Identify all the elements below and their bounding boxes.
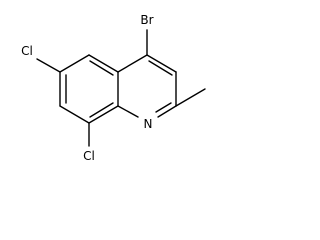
benzene-ring-bonds (36, 54, 119, 147)
bond-c2-n1 (157, 105, 177, 118)
bond-c2-n1-inner (155, 102, 172, 113)
bond-c4a-c5 (88, 54, 119, 73)
chlorine-6-atom-label: Cl (21, 44, 33, 58)
bond-c4-c3-inner (148, 60, 173, 76)
nitrogen-atom-label: N (144, 117, 153, 131)
bond-c8-c8a-inner (89, 102, 114, 118)
bond-c7-c8 (59, 105, 90, 124)
bond-c4-c3 (146, 54, 177, 73)
bond-n1-c8a (117, 105, 139, 118)
molecule-diagram: Br Cl Cl N (21, 13, 206, 163)
bond-c6-cl (36, 58, 61, 73)
bond-c2-methyl (175, 88, 206, 107)
bond-c4-c4a (117, 54, 148, 73)
bond-c5-c6 (59, 54, 90, 73)
chlorine-8-atom-label: Cl (83, 149, 95, 163)
bond-c8-c8a (88, 105, 119, 124)
pyridine-ring-bonds (117, 29, 206, 118)
bond-c4a-c5-inner (89, 60, 114, 76)
bromine-atom-label: Br (140, 13, 153, 27)
